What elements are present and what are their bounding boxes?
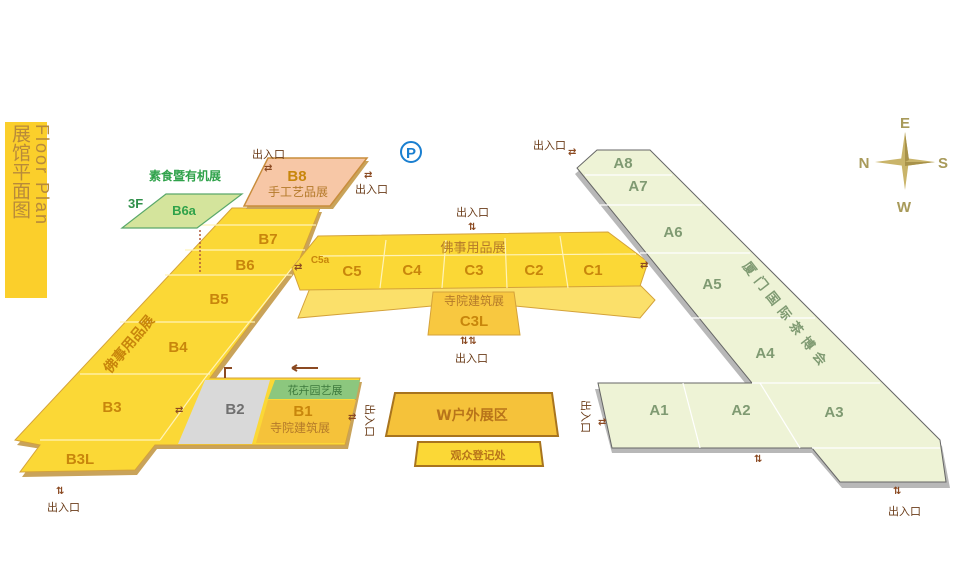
exit-arrows-icon: ⇅ (754, 454, 762, 465)
hall-b8[interactable] (242, 157, 369, 207)
b-wing (14, 157, 369, 477)
exit-arrows-icon: ⇅ (56, 486, 64, 497)
b3-label: B3 (102, 399, 121, 416)
hall-garden[interactable] (268, 380, 360, 399)
exit-label[interactable]: 出入口 (252, 147, 285, 161)
b6a-code: B6a (172, 203, 197, 218)
parking-label: P (406, 145, 416, 162)
exit-arrows-icon: ⇄ (568, 147, 576, 158)
registration-desk[interactable] (413, 441, 545, 467)
outdoor-area[interactable] (384, 392, 560, 437)
c-wing-theme: 佛事用品展 (440, 241, 505, 256)
outdoor-label: W户外展区 (436, 407, 507, 424)
legend-title-en: Floor Plan (32, 124, 52, 227)
b8-code: B8 (287, 168, 306, 185)
a1-label: A1 (649, 402, 668, 419)
direction-arrow-icon (224, 367, 232, 378)
b2-label: B2 (225, 401, 244, 418)
exit-arrows-icon: ⇅ (468, 222, 476, 233)
compass-south: S (938, 155, 948, 172)
a-wing (575, 149, 950, 488)
a3-label: A3 (824, 404, 843, 421)
a4-label: A4 (755, 345, 775, 362)
c3l-code: C3L (460, 313, 488, 330)
c5a-label: C5a (311, 255, 330, 266)
exit-label[interactable]: 出入口 (579, 400, 593, 433)
c3-label: C3 (464, 262, 483, 279)
c-wing (291, 231, 656, 336)
c3l-name: 寺院建筑展 (444, 293, 504, 308)
c4-label: C4 (402, 262, 422, 279)
a2-label: A2 (731, 402, 750, 419)
b1-name: 寺院建筑展 (270, 420, 330, 435)
a6-label: A6 (663, 224, 682, 241)
exit-label[interactable]: 出入口 (363, 404, 377, 437)
b-dividers (40, 224, 316, 441)
hall-b1[interactable] (256, 400, 356, 443)
b4-label: B4 (168, 339, 188, 356)
exit-arrows-icon: ⇄ (175, 405, 183, 416)
c2-label: C2 (524, 262, 543, 279)
hall-b6a[interactable] (120, 193, 244, 229)
exit-arrows-icon: ⇄ (294, 262, 302, 273)
legend-box: 展馆平面图 Floor Plan (5, 122, 52, 298)
a7-label: A7 (628, 178, 647, 195)
compass-east: E (900, 115, 910, 132)
c-dividers (319, 235, 637, 289)
exit-arrows-icon: ⇄ (364, 170, 372, 181)
compass-west: W (897, 199, 912, 216)
garden-label: 花卉园艺展 (288, 384, 343, 397)
exit-label[interactable]: 出入口 (456, 205, 489, 219)
exits: 出入口 ⇄ ⇄ 出入口 出入口 ⇅ ⇄ ⇅⇅ 出入口 ⇄ ⇅ 出入口 ⇄ 出入口… (47, 138, 921, 518)
a8-label: A8 (613, 155, 632, 172)
b1-code: B1 (293, 403, 312, 420)
compass-rose-icon: E W N S (859, 115, 948, 216)
exit-arrows-icon: ⇄ (348, 412, 356, 423)
b3l-label: B3L (66, 451, 94, 468)
a5-label: A5 (702, 276, 721, 293)
exit-label[interactable]: 出入口 (355, 182, 388, 196)
b7-label: B7 (258, 231, 277, 248)
exit-arrows-icon: ⇄ (598, 417, 606, 428)
parking-icon[interactable]: P (400, 141, 422, 163)
compass-north: N (859, 155, 870, 172)
a-dividers (585, 174, 940, 449)
b6a-name: 素食暨有机展 (149, 168, 221, 183)
exit-label[interactable]: 出入口 (533, 138, 566, 152)
exit-arrows-icon: ⇄ (264, 163, 272, 174)
exit-arrows-icon: ⇅ (893, 486, 901, 497)
exit-label[interactable]: 出入口 (455, 351, 488, 365)
exit-label[interactable]: 出入口 (47, 500, 80, 514)
b6a-floor: 3F (128, 196, 143, 211)
exit-arrows-icon: ⇄ (640, 260, 648, 271)
exit-arrows-icon: ⇅⇅ (460, 336, 477, 347)
b8-name: 手工艺品展 (268, 185, 328, 199)
hall-c3l[interactable] (427, 291, 521, 336)
registration-label: 观众登记处 (451, 448, 507, 462)
hall-b2[interactable] (178, 380, 270, 444)
b6-label: B6 (235, 257, 254, 274)
legend-title-cn: 展馆平面图 (9, 124, 31, 219)
c5-label: C5 (342, 263, 361, 280)
b5-label: B5 (209, 291, 228, 308)
direction-arrow-icon (291, 364, 318, 372)
c1-label: C1 (583, 262, 602, 279)
exit-label[interactable]: 出入口 (888, 504, 921, 518)
